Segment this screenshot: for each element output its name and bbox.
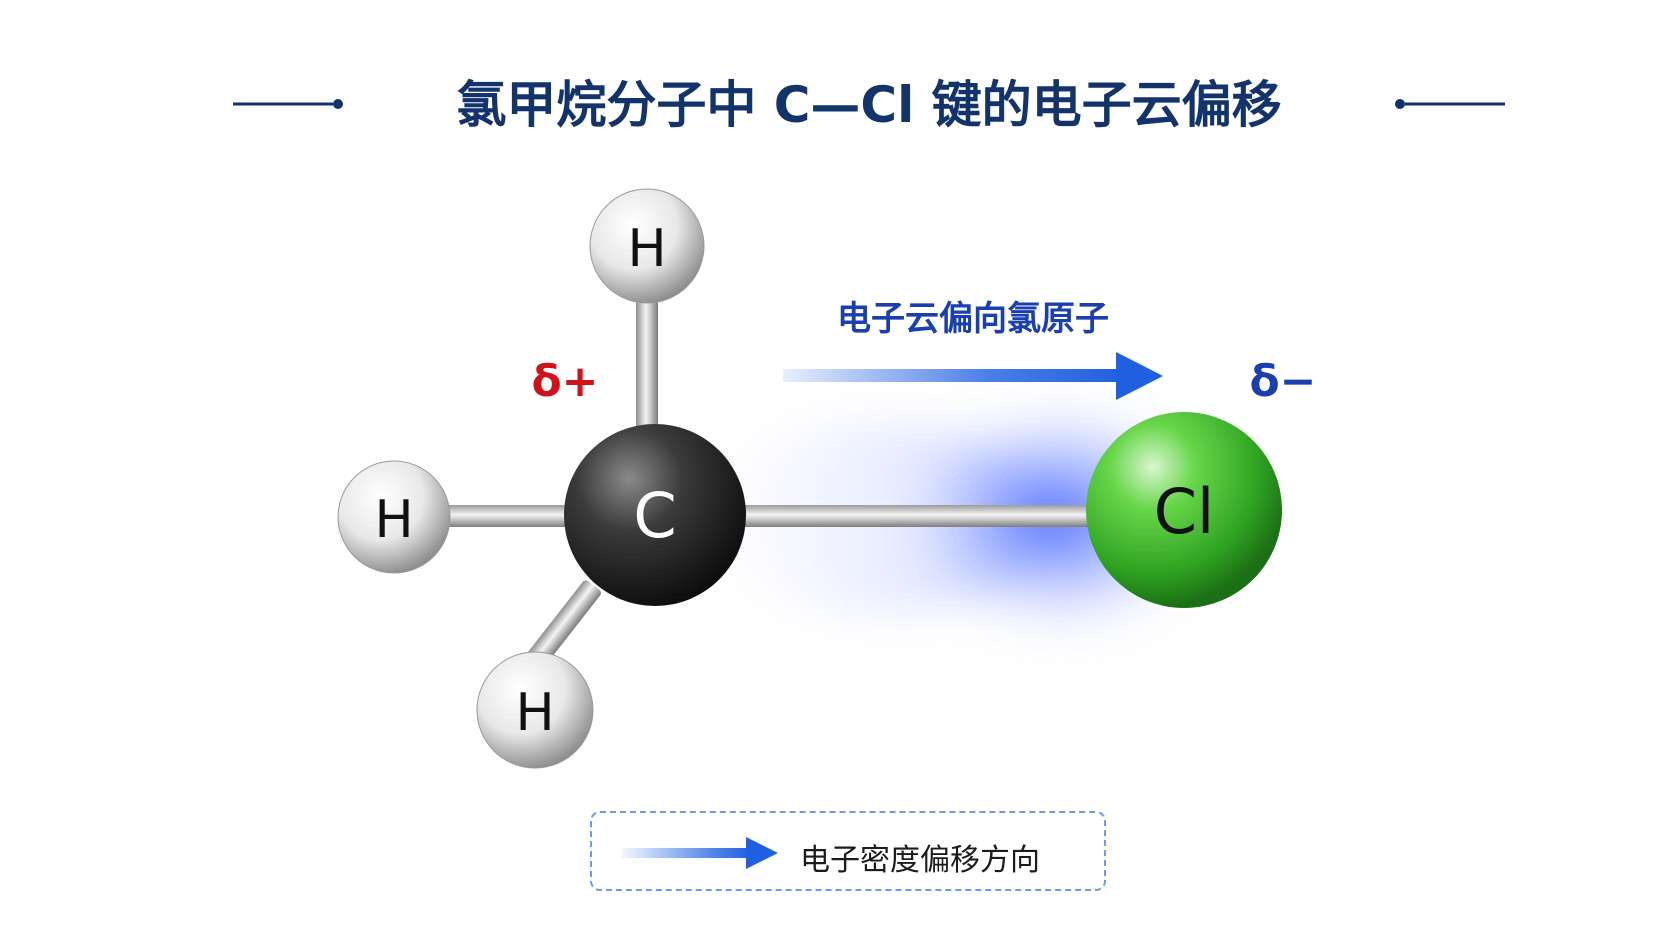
legend-arrow-icon <box>622 837 778 869</box>
carbon-label: C <box>633 479 676 552</box>
arrow-caption: 电子云偏向氯原子 <box>837 299 1109 339</box>
hydrogen-left-label: H <box>374 490 413 550</box>
hydrogen-top-label: H <box>627 219 666 279</box>
hydrogen-bottom-label: H <box>515 683 554 743</box>
hydrogen-atom-left: H <box>337 460 451 574</box>
hydrogen-atom-top: H <box>589 188 705 304</box>
legend-label: 电子密度偏移方向 <box>800 843 1040 878</box>
title-dot-right <box>1395 99 1405 109</box>
chlorine-label: Cl <box>1154 475 1215 548</box>
legend-box: 电子密度偏移方向 <box>590 811 1106 891</box>
bond-c-h-left <box>430 505 590 527</box>
carbon-atom: C <box>564 424 746 606</box>
partial-positive-charge: δ+ <box>531 356 598 407</box>
partial-negative-charge: δ− <box>1249 356 1316 407</box>
bond-c-h-top <box>636 298 658 438</box>
hydrogen-atom-bottom: H <box>476 651 594 769</box>
page-title: 氯甲烷分子中 C—Cl 键的电子云偏移 <box>456 76 1281 134</box>
title-dot-left <box>333 99 343 109</box>
chlorine-atom: Cl <box>1086 412 1282 608</box>
bond-c-cl <box>730 505 1100 527</box>
electron-shift-arrow <box>783 352 1163 400</box>
